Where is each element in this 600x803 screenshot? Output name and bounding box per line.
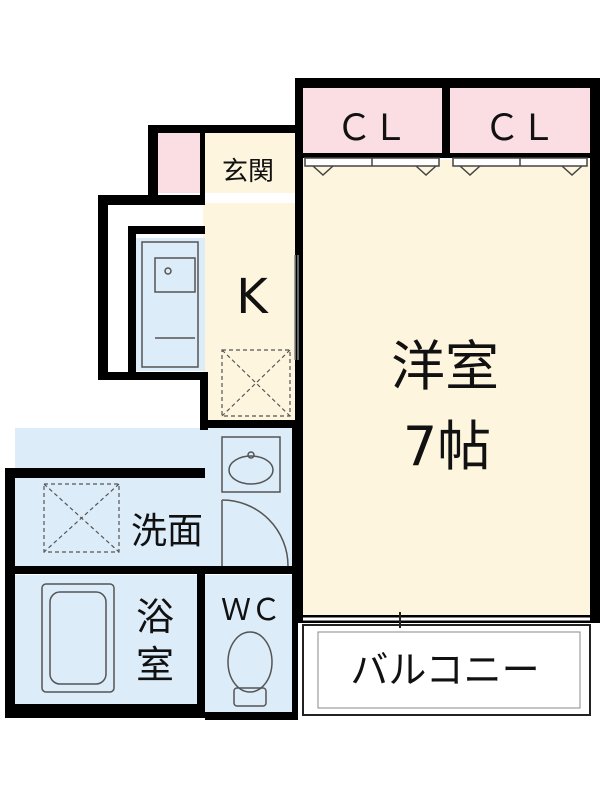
closet-left-floor	[302, 88, 442, 158]
kitchen-side-window	[294, 255, 299, 360]
kitchen-floor	[203, 203, 295, 423]
western-room-size-label: 7帖	[403, 415, 491, 478]
closet-right-label: ＣＬ	[484, 108, 556, 149]
western-room-floor	[302, 160, 592, 615]
fridge-space-icon	[221, 349, 291, 417]
bath-label-1: 浴	[136, 595, 174, 639]
closet-right-floor	[450, 88, 592, 158]
closet-rails	[304, 157, 588, 177]
kitchen-sink-icon	[141, 241, 199, 368]
bath-floor	[15, 575, 200, 705]
kitchen-counter-area	[135, 238, 205, 371]
western-room-label: 洋室	[391, 335, 499, 398]
entrance-floor	[203, 133, 295, 193]
washroom-label: 洗面	[131, 511, 203, 552]
entrance-label: 玄関	[222, 157, 274, 187]
bathtub-icon	[41, 583, 115, 693]
washing-machine-space-icon	[43, 483, 120, 553]
balcony-inner	[317, 631, 581, 709]
shoe-closet-floor	[158, 133, 200, 193]
balcony-outline	[302, 624, 591, 716]
closet-left-label: ＣＬ	[336, 108, 408, 149]
washroom-door-icon	[221, 499, 289, 567]
kitchen-label: K	[236, 269, 269, 325]
toilet-label: ＷＣ	[221, 593, 281, 628]
toilet-icon	[227, 631, 273, 707]
wash-basin-icon	[221, 436, 281, 493]
washroom-floor	[15, 428, 295, 568]
walls	[5, 78, 600, 720]
bath-label-2: 室	[136, 643, 174, 687]
balcony-label: バルコニー	[350, 648, 539, 692]
